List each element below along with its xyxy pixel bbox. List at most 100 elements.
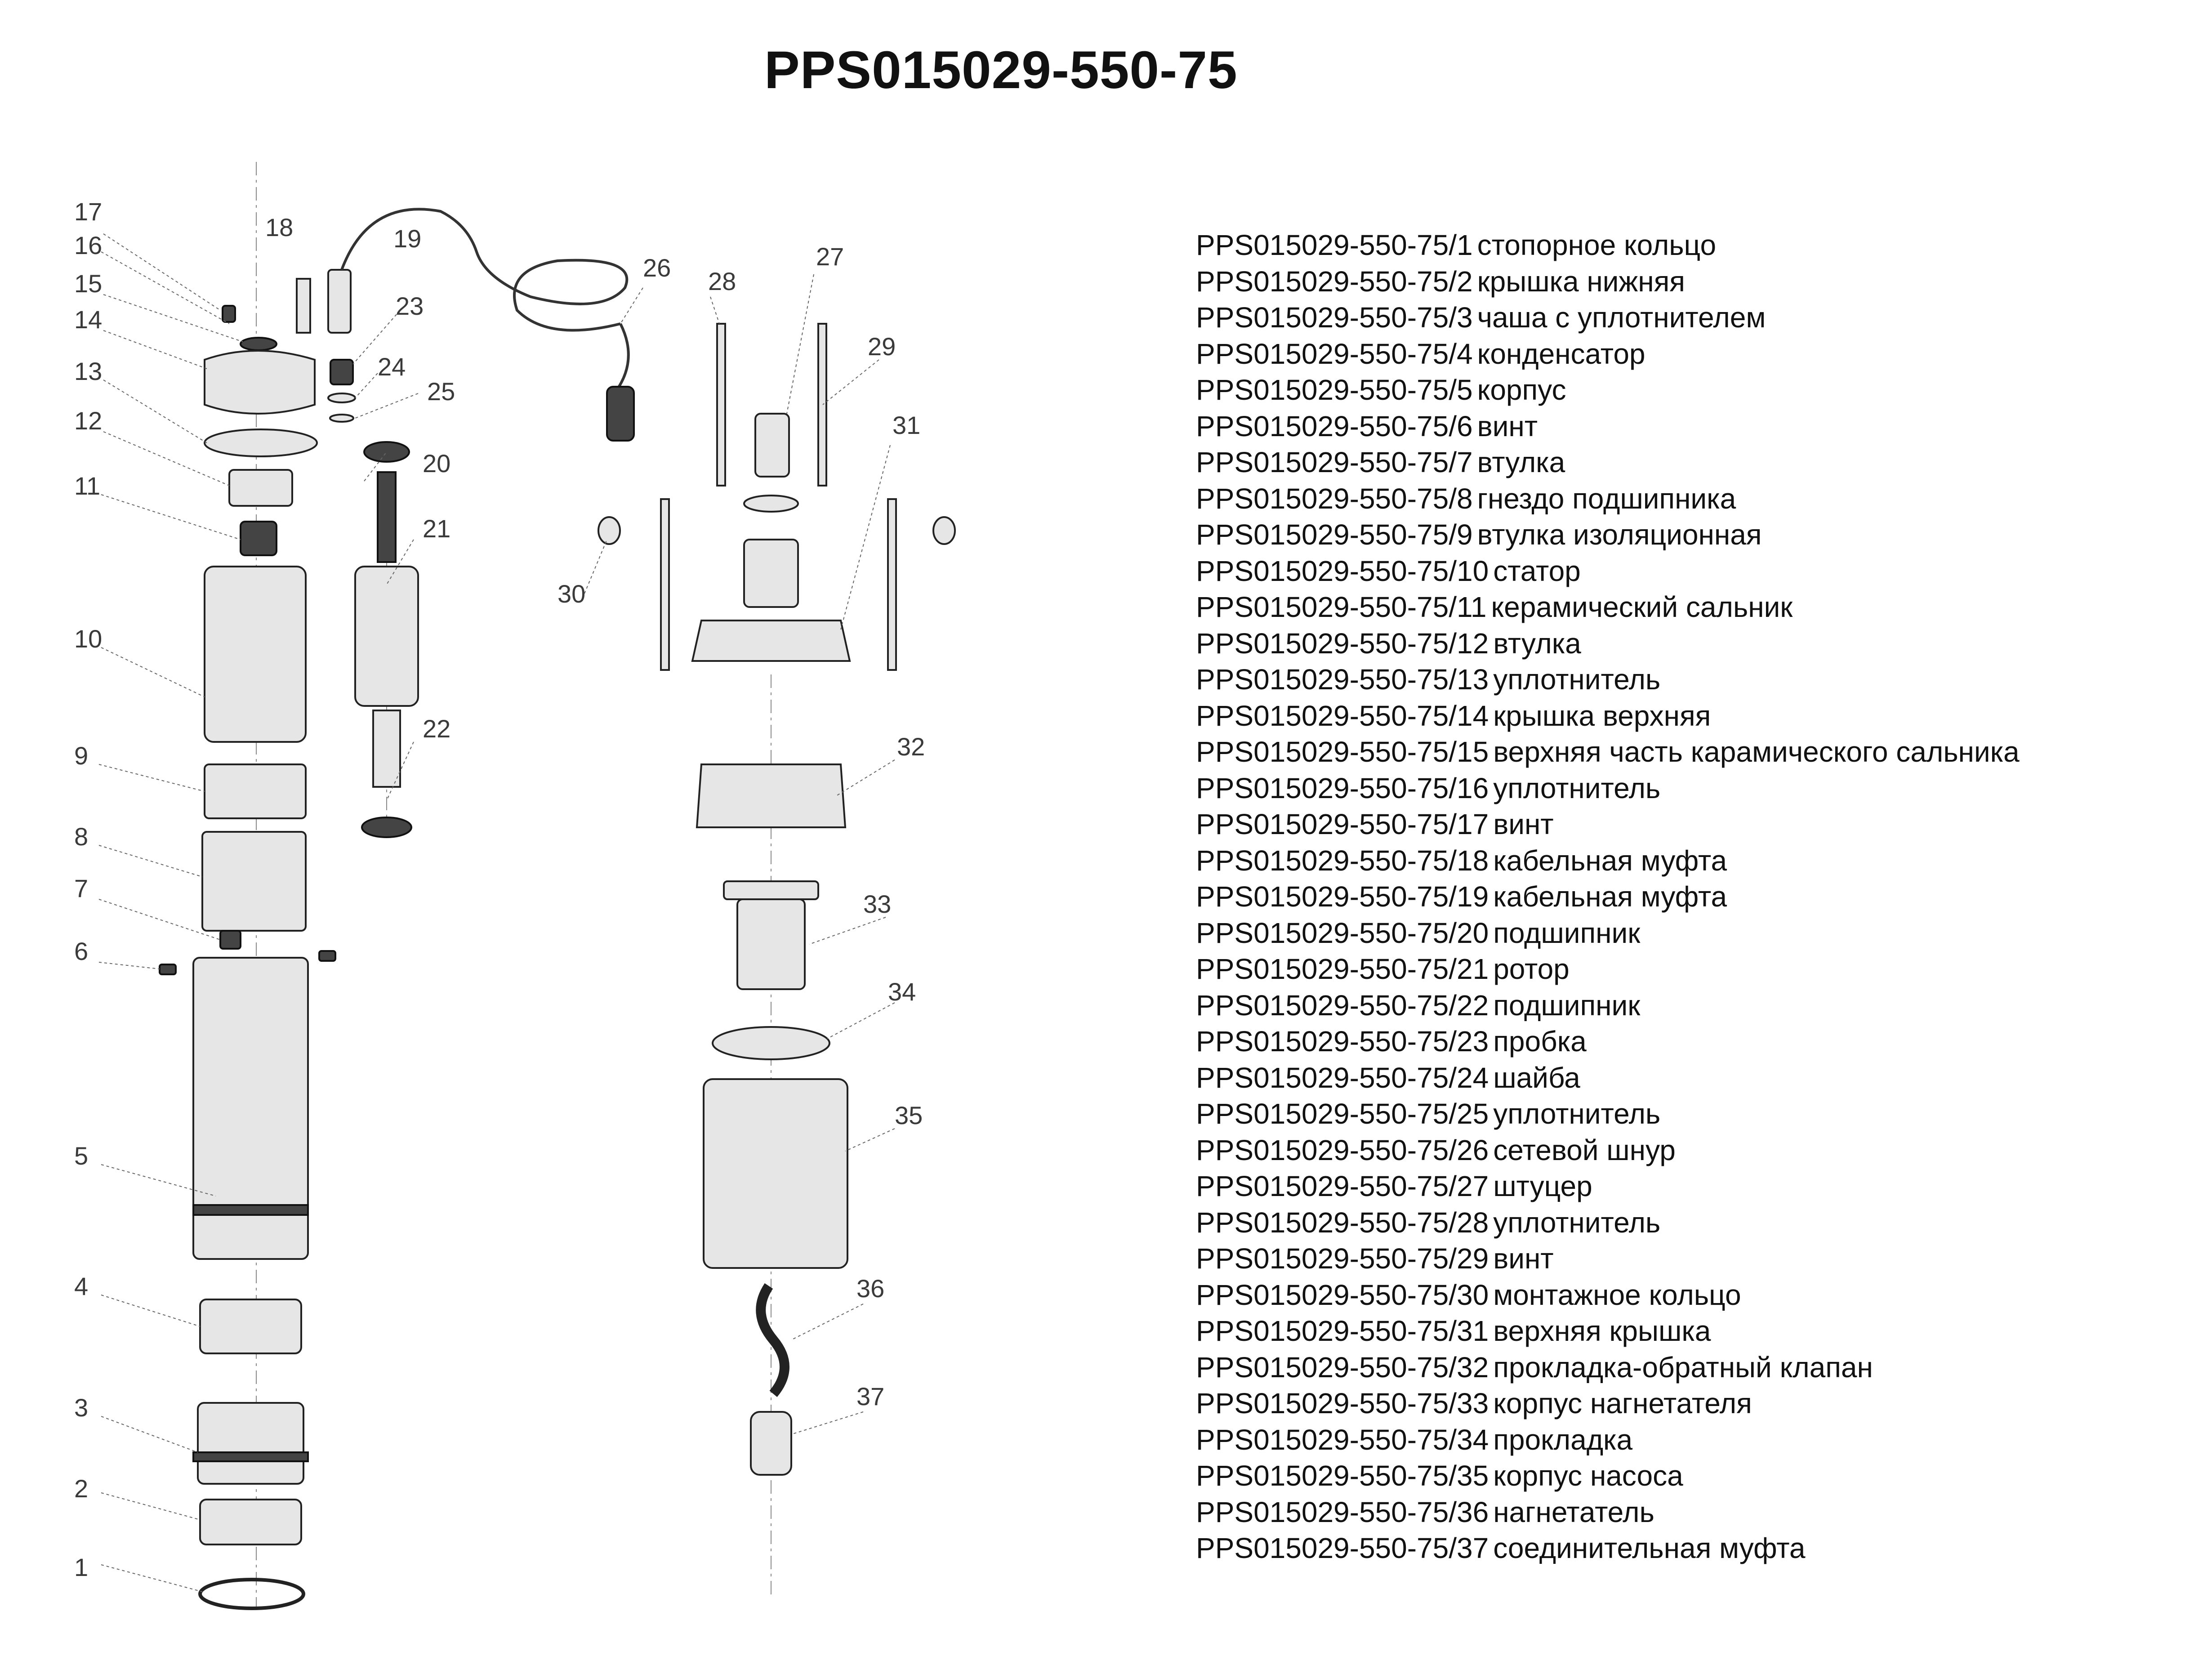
rotor-shaft-bottom [372, 710, 401, 788]
part-15-seal-top [240, 337, 277, 351]
part-code: PPS015029-550-75/8 [1196, 482, 1473, 515]
callout-15: 15 [74, 269, 102, 298]
part-35-pump-housing [703, 1078, 848, 1269]
part-name: гнездо подшипника [1477, 482, 1736, 515]
part-name: монтажное кольцо [1493, 1278, 1741, 1311]
part-7-sleeve [219, 930, 241, 950]
part-8-bearing-seat [201, 831, 307, 932]
part-22-bearing [361, 817, 412, 838]
part-code: PPS015029-550-75/22 [1196, 989, 1489, 1022]
callout-4: 4 [74, 1272, 88, 1300]
part-code: PPS015029-550-75/1 [1196, 229, 1473, 261]
part-name: верхняя часть карамического сальника [1493, 736, 2020, 768]
part-name: втулка [1493, 627, 1581, 660]
callout-18: 18 [265, 213, 293, 241]
part-code: PPS015029-550-75/7 [1196, 446, 1473, 478]
callout-34: 34 [888, 978, 916, 1006]
part-14-top-cover [204, 350, 316, 415]
callout-8: 8 [74, 822, 88, 851]
callout-33: 33 [863, 890, 891, 918]
part-name: верхняя крышка [1493, 1315, 1711, 1347]
callout-3: 3 [74, 1393, 88, 1422]
callout-28: 28 [708, 267, 736, 295]
part-code: PPS015029-550-75/9 [1196, 518, 1473, 551]
part-31-top-cover [691, 620, 851, 662]
callout-5: 5 [74, 1142, 88, 1170]
part-33-flange [723, 880, 819, 900]
callout-25: 25 [427, 377, 455, 406]
callout-6: 6 [74, 937, 88, 965]
part-37-coupling [750, 1411, 792, 1476]
part-name: втулка изоляционная [1477, 518, 1762, 551]
part-code: PPS015029-550-75/32 [1196, 1351, 1489, 1384]
callout-31: 31 [892, 411, 920, 439]
part-3-cup-seal [192, 1451, 309, 1462]
part-name: подшипник [1493, 916, 1641, 949]
part-code: PPS015029-550-75/11 [1196, 591, 1487, 623]
motor-assembly [159, 305, 336, 1610]
part-20-bearing [363, 441, 410, 463]
part-name: чаша с уплотнителем [1477, 301, 1766, 334]
part-name: подшипник [1493, 989, 1641, 1022]
callout-7: 7 [74, 874, 88, 902]
part-13-seal [204, 429, 318, 457]
part-code: PPS015029-550-75/29 [1196, 1242, 1489, 1275]
part-code: PPS015029-550-75/37 [1196, 1532, 1489, 1564]
part-23-plug [330, 359, 354, 385]
callout-12: 12 [74, 406, 102, 435]
part-code: PPS015029-550-75/35 [1196, 1460, 1489, 1492]
part-5-housing-band [192, 1204, 309, 1216]
part-name: нагнетатель [1493, 1495, 1655, 1528]
part-name: втулка [1477, 446, 1565, 478]
part-code: PPS015029-550-75/27 [1196, 1170, 1489, 1202]
part-name: уплотнитель [1493, 1206, 1661, 1239]
part-code: PPS015029-550-75/2 [1196, 265, 1473, 298]
part-name: уплотнитель [1493, 663, 1661, 696]
part-code: PPS015029-550-75/36 [1196, 1495, 1489, 1528]
callout-2: 2 [74, 1474, 88, 1503]
callout-14: 14 [74, 305, 102, 334]
callout-23: 23 [396, 292, 424, 320]
part-28-bolt [716, 323, 726, 487]
part-name: шайба [1493, 1061, 1580, 1094]
part-code: PPS015029-550-75/6 [1196, 410, 1473, 442]
part-code: PPS015029-550-75/20 [1196, 916, 1489, 949]
part-2-bottom-cover [199, 1499, 302, 1545]
callout-labels: 1 2 3 4 5 6 7 8 9 10 11 12 13 14 15 16 1… [74, 197, 925, 1581]
part-name: пробка [1493, 1025, 1587, 1058]
part-6-screw-left [159, 964, 177, 975]
power-plug-icon [606, 386, 635, 442]
callout-32: 32 [897, 732, 925, 761]
rotor-shaft-top [377, 471, 397, 563]
part-code: PPS015029-550-75/19 [1196, 880, 1489, 913]
part-name: корпус [1477, 374, 1566, 406]
part-code: PPS015029-550-75/33 [1196, 1387, 1489, 1419]
part-30-mounting-ring-right [932, 516, 956, 545]
part-name: кабельная муфта [1493, 844, 1727, 877]
part-code: PPS015029-550-75/15 [1196, 736, 1489, 768]
part-19-cable-coupling [327, 269, 352, 334]
part-name: кабельная муфта [1493, 880, 1727, 913]
part-code: PPS015029-550-75/4 [1196, 337, 1473, 370]
part-28-seal-ring [743, 495, 799, 513]
callout-30: 30 [557, 580, 585, 608]
part-code: PPS015029-550-75/28 [1196, 1206, 1489, 1239]
